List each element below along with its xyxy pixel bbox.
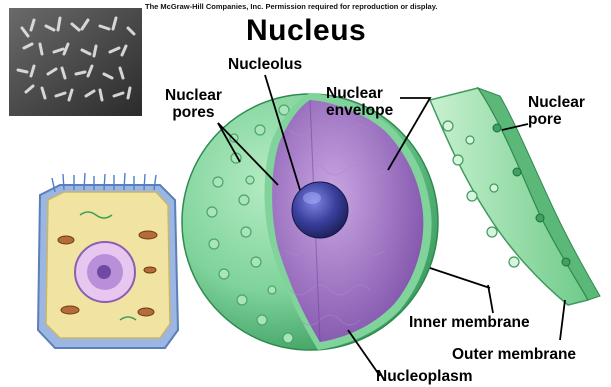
label-nuclear-pore-line2: pore	[528, 111, 585, 128]
label-nuclear-envelope: Nuclear envelope	[326, 85, 393, 119]
label-nuclear-pores-line1: Nuclear	[165, 87, 222, 104]
label-nuclear-pore-line1: Nuclear	[528, 94, 585, 111]
label-nuclear-pores-line2: pores	[165, 104, 222, 121]
page-title: Nucleus	[246, 14, 366, 48]
label-inner-membrane: Inner membrane	[409, 314, 530, 331]
label-nuclear-pores: Nuclear pores	[165, 87, 222, 121]
label-nuclear-pore: Nuclear pore	[528, 94, 585, 128]
label-nuclear-envelope-line2: envelope	[326, 102, 393, 119]
label-nucleolus: Nucleolus	[228, 56, 302, 73]
copyright-notice: The McGraw-Hill Companies, Inc. Permissi…	[145, 2, 437, 11]
nucleus-sphere	[182, 93, 438, 350]
label-nucleoplasm: Nucleoplasm	[376, 368, 472, 385]
label-nuclear-envelope-line1: Nuclear	[326, 85, 393, 102]
chromosome-micrograph	[9, 8, 142, 116]
label-outer-membrane: Outer membrane	[452, 346, 576, 363]
cell-illustration	[38, 173, 178, 348]
